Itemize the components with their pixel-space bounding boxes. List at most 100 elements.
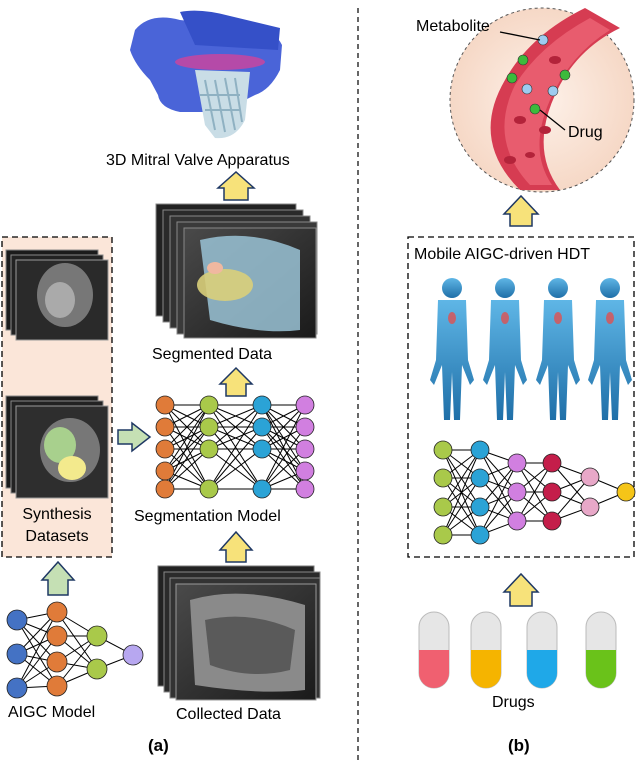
edge (208, 426, 263, 450)
capsule (585, 611, 617, 689)
arrow-up-b2 (502, 572, 540, 607)
edge (56, 611, 98, 670)
blood-vessel-illustration (449, 7, 635, 193)
edge (479, 462, 518, 508)
node (155, 479, 175, 499)
node (580, 467, 600, 487)
node (507, 482, 527, 502)
edge (208, 404, 263, 450)
node (199, 395, 219, 415)
edge (551, 476, 591, 522)
edge (261, 404, 306, 450)
arrow-right-green (117, 421, 152, 453)
edge (164, 426, 210, 472)
node (46, 625, 68, 647)
node (252, 479, 272, 499)
edge (16, 635, 58, 689)
edge (442, 449, 481, 508)
node (470, 525, 490, 545)
node (470, 468, 490, 488)
capsule (526, 611, 558, 689)
node (580, 497, 600, 517)
edge (208, 448, 263, 490)
node (46, 675, 68, 697)
seg-model-label: Segmentation Model (134, 508, 281, 525)
edge (56, 635, 98, 687)
node (295, 479, 315, 499)
node (46, 601, 68, 623)
segmentation-network (155, 395, 315, 499)
node (155, 461, 175, 481)
edge (164, 404, 210, 472)
node (470, 440, 490, 460)
hdt-label: Mobile AIGC-driven HDT (414, 246, 591, 263)
node (542, 511, 562, 531)
edge (479, 462, 518, 536)
node (433, 497, 453, 517)
edge (208, 404, 263, 428)
mitral-valve-3d-image (130, 10, 282, 139)
edge (16, 619, 58, 687)
node (507, 453, 527, 473)
drug-capsules (418, 611, 617, 689)
node (155, 395, 175, 415)
node (6, 609, 28, 631)
node (507, 511, 527, 531)
edge (208, 404, 263, 490)
arrow-up-1 (216, 170, 256, 201)
segmented-label: Segmented Data (152, 346, 273, 363)
node (199, 417, 219, 437)
node (295, 439, 315, 459)
synthesis-image-stack-top (5, 249, 109, 341)
node (199, 439, 219, 459)
collected-label: Collected Data (176, 706, 281, 723)
edge (208, 426, 263, 490)
capsule (418, 611, 450, 689)
drug-label: Drug (568, 124, 603, 141)
edge (442, 449, 481, 536)
human-figure (430, 278, 474, 420)
edge (261, 404, 306, 490)
node (616, 482, 636, 502)
edge (164, 448, 210, 490)
caption-a: (a) (148, 736, 169, 755)
node (6, 677, 28, 699)
edge (442, 477, 481, 536)
aigc-label: AIGC Model (8, 704, 96, 721)
segmented-data-stack (155, 203, 318, 339)
arrow-up-3 (218, 530, 254, 563)
human-figure (536, 278, 580, 420)
node (86, 625, 108, 647)
node (252, 395, 272, 415)
arrow-up-2 (218, 366, 254, 397)
edge (261, 448, 306, 490)
node (252, 417, 272, 437)
node (252, 439, 272, 459)
edge (261, 426, 306, 490)
node (122, 644, 144, 666)
arrow-up-b1 (502, 194, 540, 227)
hdt-network (433, 440, 636, 545)
edge (164, 404, 210, 450)
node (295, 395, 315, 415)
node (155, 417, 175, 437)
edge (516, 462, 553, 522)
drugs-label: Drugs (492, 694, 535, 711)
capsule (470, 611, 502, 689)
node (46, 651, 68, 673)
node (470, 497, 490, 517)
edge (16, 611, 58, 689)
synthesis-label-2: Datasets (25, 528, 89, 545)
edge (479, 491, 518, 536)
node (542, 453, 562, 473)
node (433, 468, 453, 488)
edge (164, 426, 210, 490)
arrow-up-green (40, 560, 76, 596)
human-figure (588, 278, 632, 420)
node (155, 439, 175, 459)
node (542, 482, 562, 502)
node (295, 417, 315, 437)
aigc-network (6, 601, 144, 699)
metabolite-label: Metabolite (416, 18, 490, 35)
